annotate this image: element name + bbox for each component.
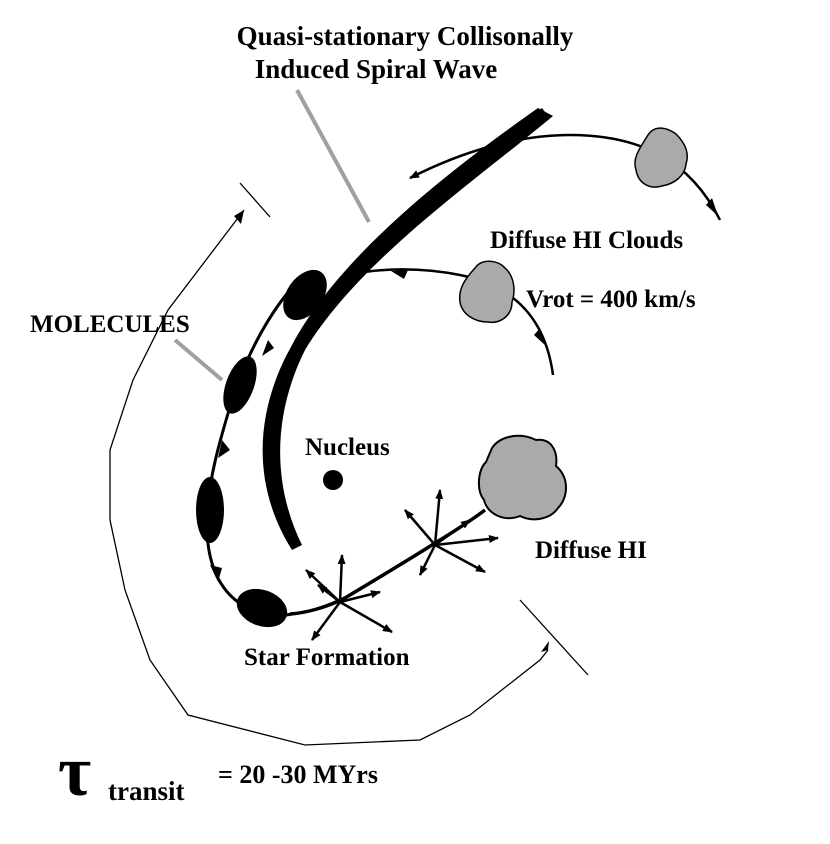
transit-value: = 20 -30 MYrs (218, 760, 378, 789)
diffuse-hi-cloud-outer (634, 127, 688, 188)
inner-orbit (347, 268, 555, 376)
diffuse-hi-cloud-inner (478, 434, 567, 521)
diffuse-hi-clouds-label: Diffuse HI Clouds (490, 227, 683, 254)
inner-orbit-arrow-mid (534, 328, 546, 346)
inner-orbit-arrow-2 (391, 270, 408, 279)
nucleus-dot (323, 470, 343, 490)
title-pointer-line (295, 89, 371, 223)
boundary-arrowhead-bottom (541, 641, 549, 652)
molecule-blob-3 (196, 477, 224, 543)
nucleus-label: Nucleus (305, 434, 390, 461)
title-line-1: Quasi-stationary Collisonally (237, 21, 574, 51)
title-line-2: Induced Spiral Wave (255, 54, 498, 84)
transit-boundary (109, 209, 549, 746)
outer-orbit-arrow-2 (478, 150, 495, 160)
outer-orbit-arrow-mid (706, 198, 718, 216)
molecule-arrow-2 (218, 440, 230, 458)
spiral-wave-arm-inner (300, 108, 549, 341)
boundary-arrowhead-top (234, 210, 244, 224)
diffuse-hi-label: Diffuse HI (535, 537, 647, 564)
molecule-blob-1 (283, 269, 327, 321)
inflow-stream (289, 508, 487, 616)
tau-symbol: τ (58, 731, 91, 811)
molecule-arrow-3 (210, 565, 222, 582)
diffuse-hi-cloud-middle (458, 260, 515, 324)
molecule-blob-4 (236, 588, 288, 628)
vrot-label: Vrot = 400 km/s (526, 286, 696, 313)
boundary-tick-bottom (519, 599, 589, 676)
star-formation-burst-lower (305, 554, 393, 641)
star-formation-burst-upper (404, 489, 499, 576)
star-formation-label: Star Formation (244, 644, 410, 671)
molecule-blob-2 (223, 356, 257, 414)
boundary-tick-top (239, 182, 271, 218)
molecule-arrow-1 (262, 340, 274, 356)
outer-orbit (409, 133, 722, 221)
transit-subscript: transit (108, 776, 185, 806)
molecules-pointer-line (173, 338, 224, 382)
molecules-label: MOLECULES (30, 311, 190, 338)
